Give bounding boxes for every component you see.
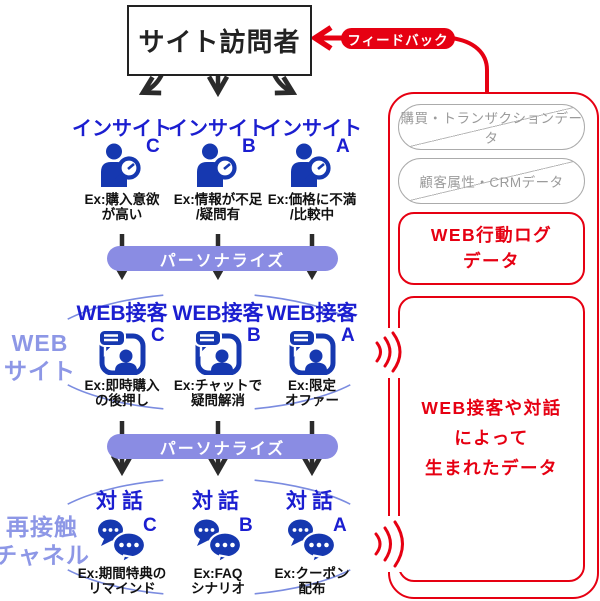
person-magnifier-icon <box>287 143 337 189</box>
insight-title: インサイト <box>262 118 362 140</box>
dialog-title: 対話 <box>286 490 338 513</box>
web-serving-title: WEB接客 <box>172 302 264 325</box>
chat-avatar-icon <box>287 329 337 376</box>
site-visitor-box: サイト訪問者 <box>127 5 312 76</box>
segment-letter: A <box>336 136 350 157</box>
example-text: Ex:FAQ シナリオ <box>191 566 245 597</box>
insight-column: インサイト B Ex:情報が不足 /疑問有 <box>158 112 278 223</box>
person-magnifier-icon <box>97 143 147 189</box>
example-text: Ex:情報が不足 /疑問有 <box>173 192 263 223</box>
web-serving-column: WEB接客 A Ex:限定 オファー <box>252 297 372 409</box>
segment-letter: C <box>143 515 157 536</box>
personalize-bar: パーソナライズ <box>107 434 338 459</box>
dialog-column: 対話 B Ex:FAQ シナリオ <box>158 485 278 597</box>
insight-column: インサイト C Ex:購入意欲 が高い <box>62 112 182 223</box>
data-panel: 購買・トランザクションデータ 顧客属性・CRMデータ WEB行動ログ データ W… <box>388 92 599 599</box>
example-text: Ex:価格に不満 /比較中 <box>267 192 357 223</box>
crossed-out-data-box: 購買・トランザクションデータ <box>398 104 585 150</box>
insight-title: インサイト <box>72 118 172 140</box>
web-log-data-box: WEB行動ログ データ <box>398 212 585 285</box>
insight-column: インサイト A Ex:価格に不満 /比較中 <box>252 112 372 223</box>
segment-letter: B <box>242 136 256 157</box>
speech-bubbles-icon <box>97 517 147 565</box>
segment-letter: A <box>333 515 347 536</box>
dialog-column: 対話 C Ex:期間特典の リマインド <box>62 485 182 597</box>
chat-avatar-icon <box>193 329 243 376</box>
example-text: Ex:限定 オファー <box>285 378 339 409</box>
example-text: Ex:期間特典の リマインド <box>77 566 167 597</box>
personalize-bar: パーソナライズ <box>107 246 338 271</box>
example-text: Ex:チャットで 疑問解消 <box>173 378 263 409</box>
crossed-out-data-box: 顧客属性・CRMデータ <box>398 158 585 204</box>
example-text: Ex:即時購入 の後押し <box>84 378 160 409</box>
chat-avatar-icon <box>97 329 147 376</box>
segment-letter: C <box>151 325 165 346</box>
web-serving-column: WEB接客 C Ex:即時購入 の後押し <box>62 297 182 409</box>
speech-bubbles-icon <box>287 517 337 565</box>
segment-letter: A <box>341 325 355 346</box>
insight-title: インサイト <box>168 118 268 140</box>
segment-letter: B <box>247 325 261 346</box>
feedback-badge: フィードバック <box>341 28 455 49</box>
dialog-column: 対話 A Ex:クーポン 配布 <box>252 485 372 597</box>
segment-letter: C <box>146 136 160 157</box>
web-serving-title: WEB接客 <box>76 302 168 325</box>
web-serving-column: WEB接客 B Ex:チャットで 疑問解消 <box>158 297 278 409</box>
visitor-fanout-arrows <box>146 73 290 91</box>
person-magnifier-icon <box>193 143 243 189</box>
generated-data-box: WEB接客や対話 によって 生まれたデータ <box>398 296 585 582</box>
example-text: Ex:購入意欲 が高い <box>84 192 160 223</box>
retouch-channel-label: 再接触 チャネル <box>0 514 90 569</box>
web-site-label: WEB サイト <box>4 330 76 385</box>
web-serving-title: WEB接客 <box>266 302 358 325</box>
segment-letter: B <box>239 515 253 536</box>
dialog-title: 対話 <box>192 490 244 513</box>
dialog-title: 対話 <box>96 490 148 513</box>
speech-bubbles-icon <box>193 517 243 565</box>
example-text: Ex:クーポン 配布 <box>274 566 350 597</box>
